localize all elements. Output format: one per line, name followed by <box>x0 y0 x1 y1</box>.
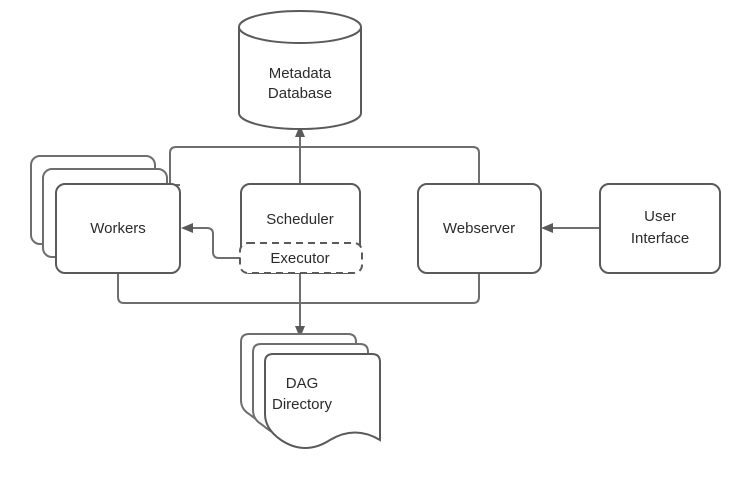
user-interface-label-line1: User <box>644 208 676 225</box>
node-user-interface[interactable]: User Interface <box>599 183 721 274</box>
metadata-database-cylinder-body <box>238 27 362 130</box>
edge-workers-to-dag-directory <box>117 273 294 304</box>
node-webserver[interactable]: Webserver <box>417 183 542 274</box>
user-interface-label-line2: Interface <box>631 230 689 247</box>
metadata-database-label-line2: Database <box>268 85 332 102</box>
metadata-database-label-line1: Metadata <box>269 65 332 82</box>
user-interface-box <box>599 183 721 274</box>
node-executor[interactable]: Executor <box>239 242 363 274</box>
executor-box <box>239 242 363 274</box>
dag-directory-stack-layer-1 <box>264 353 381 449</box>
arrowhead-to-webserver <box>541 223 553 233</box>
scheduler-label: Scheduler <box>266 211 334 228</box>
dag-directory-label-line2: Directory <box>272 396 333 413</box>
workers-label: Workers <box>90 220 146 237</box>
webserver-label: Webserver <box>443 220 515 237</box>
executor-label: Executor <box>270 250 329 267</box>
dag-directory-label-line1: DAG <box>286 375 319 392</box>
webserver-box <box>417 183 542 274</box>
node-dag-directory[interactable]: DAG Directory <box>240 333 381 449</box>
metadata-database-cylinder-top <box>238 10 362 44</box>
node-workers[interactable]: Workers <box>30 155 181 274</box>
edge-executor-to-workers <box>192 227 241 259</box>
node-metadata-database[interactable]: Metadata Database <box>238 10 362 130</box>
arrowhead-to-dag-directory <box>295 326 305 338</box>
arrowhead-to-workers <box>181 223 193 233</box>
edge-webserver-to-database <box>306 146 480 185</box>
arrowhead-to-metadata-database <box>295 125 305 137</box>
edge-webserver-to-dag-directory <box>306 273 480 304</box>
workers-stack-layer-1 <box>55 183 181 274</box>
edges-layer <box>117 125 600 338</box>
